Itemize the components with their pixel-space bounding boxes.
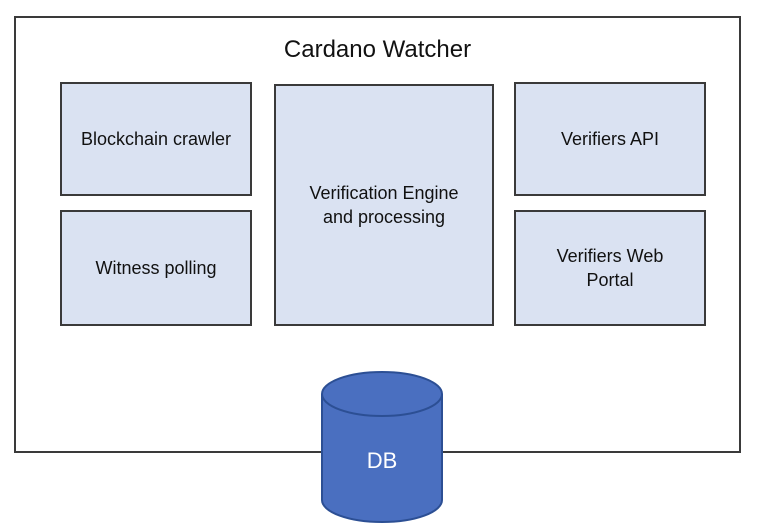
verification-engine-label: Verification Engine and processing xyxy=(309,183,459,227)
database-label: DB xyxy=(366,448,398,473)
blockchain-crawler-box: Blockchain crawler xyxy=(60,82,252,196)
verifiers-web-portal-box: Verifiers Web Portal xyxy=(514,210,706,326)
container-title: Cardano Watcher xyxy=(283,36,472,63)
database-icon xyxy=(321,371,443,523)
witness-polling-box: Witness polling xyxy=(60,210,252,326)
witness-polling-label: Witness polling xyxy=(95,258,217,278)
verifiers-api-label: Verifiers API xyxy=(560,129,660,149)
verification-engine-box: Verification Engine and processing xyxy=(274,84,494,326)
verifiers-api-box: Verifiers API xyxy=(514,82,706,196)
verifiers-web-portal-label: Verifiers Web Portal xyxy=(556,246,664,290)
database-cylinder: DB xyxy=(320,370,444,524)
blockchain-crawler-label: Blockchain crawler xyxy=(80,129,232,149)
